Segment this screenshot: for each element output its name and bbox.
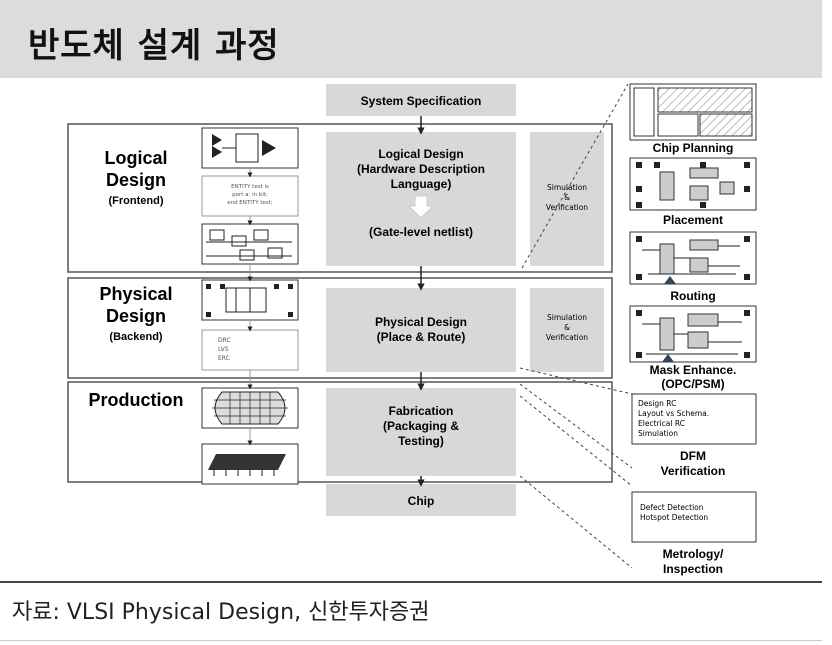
sim1-line-2: & <box>564 193 570 202</box>
bottom-divider <box>0 640 822 641</box>
source-divider <box>0 581 822 583</box>
down-arrow-icon <box>407 195 435 219</box>
dfm-box <box>631 393 757 445</box>
logical-design-line-1: Logical Design <box>378 147 463 161</box>
code-line-2: port a: in bit; <box>232 192 268 198</box>
mask-label-2: (OPC/PSM) <box>661 377 724 391</box>
checks-list-icon: DRC LVS ERC <box>201 329 299 371</box>
chip-box <box>326 484 516 516</box>
check-lvs: LVS <box>218 346 229 353</box>
metrology-label-2: Inspection <box>663 562 723 576</box>
sim1-line-1: Simulation <box>547 183 587 192</box>
physical-label-2: Design <box>106 306 166 326</box>
logical-label-sub: (Frontend) <box>109 195 164 207</box>
design-flow-diagram: Logical Design (Frontend) Physical Desig… <box>0 78 832 578</box>
packaged-chip-icon <box>201 443 299 485</box>
dfm-line-4: Simulation <box>638 429 678 438</box>
code-line-3: end ENTITY test; <box>227 200 273 206</box>
code-line-1: ENTITY test is <box>231 184 269 190</box>
routing-icon <box>629 231 757 285</box>
page-title: 반도체 설계 과정 <box>28 26 280 66</box>
production-label: Production <box>89 390 184 410</box>
physical-label-1: Physical <box>99 284 172 304</box>
fabrication-line-3: Testing) <box>398 434 444 448</box>
physical-stage-frame <box>67 277 613 379</box>
placement-label: Placement <box>663 213 723 227</box>
mask-enhance-icon <box>629 305 757 363</box>
simulation-box-1 <box>530 132 604 266</box>
routing-label: Routing <box>670 289 715 303</box>
metrology-line-1: Defect Detection <box>640 503 704 512</box>
dfm-line-3: Electrical RC <box>638 419 685 428</box>
dfm-label-2: Verification <box>661 464 726 478</box>
title-bar <box>0 0 822 78</box>
layout-grid-icon <box>201 279 299 321</box>
check-drc: DRC <box>218 337 231 344</box>
check-erc: ERC <box>218 355 230 362</box>
sim1-line-3: Verification <box>546 203 588 212</box>
source-caption: 자료: VLSI Physical Design, 신한투자증권 <box>12 600 430 625</box>
logical-label-2: Design <box>106 170 166 190</box>
chip-label: Chip <box>408 494 435 508</box>
sim2-line-2: & <box>564 323 570 332</box>
physical-label-sub: (Backend) <box>109 331 163 343</box>
chip-planning-icon <box>629 83 757 141</box>
fabrication-box <box>326 388 516 476</box>
system-spec-box <box>326 84 516 116</box>
production-stage-frame <box>67 381 613 483</box>
simulation-box-2 <box>530 288 604 372</box>
physical-design-line-2: (Place & Route) <box>377 330 466 344</box>
logic-gate-icon <box>201 127 299 169</box>
metrology-box <box>631 491 757 543</box>
netlist-schematic-icon <box>201 223 299 265</box>
logical-stage-frame <box>67 123 613 273</box>
sim2-line-1: Simulation <box>547 313 587 322</box>
dfm-label-1: DFM <box>680 449 706 463</box>
wafer-icon <box>201 387 299 429</box>
sim2-line-3: Verification <box>546 333 588 342</box>
hdl-code-icon: ENTITY test is port a: in bit; end ENTIT… <box>201 175 299 217</box>
logical-label-1: Logical <box>104 148 167 168</box>
dfm-line-2: Layout vs Schema. <box>638 409 709 418</box>
physical-design-box <box>326 288 516 372</box>
system-spec-label: System Specification <box>361 94 482 108</box>
dfm-line-1: Design RC <box>638 399 676 408</box>
placement-icon <box>629 157 757 211</box>
logical-design-line-3: Language) <box>391 177 452 191</box>
physical-design-line-1: Physical Design <box>375 315 467 329</box>
gate-netlist-label: (Gate-level netlist) <box>369 225 473 239</box>
metrology-line-2: Hotspot Detection <box>640 513 708 522</box>
flow-diagram-svg: Logical Design (Frontend) Physical Desig… <box>67 83 757 576</box>
fabrication-line-2: (Packaging & <box>383 419 459 433</box>
mask-label-1: Mask Enhance. <box>650 363 737 377</box>
metrology-label-1: Metrology/ <box>663 547 724 561</box>
logical-design-line-2: (Hardware Description <box>357 162 485 176</box>
fabrication-line-1: Fabrication <box>389 404 454 418</box>
chip-planning-label: Chip Planning <box>653 141 734 155</box>
